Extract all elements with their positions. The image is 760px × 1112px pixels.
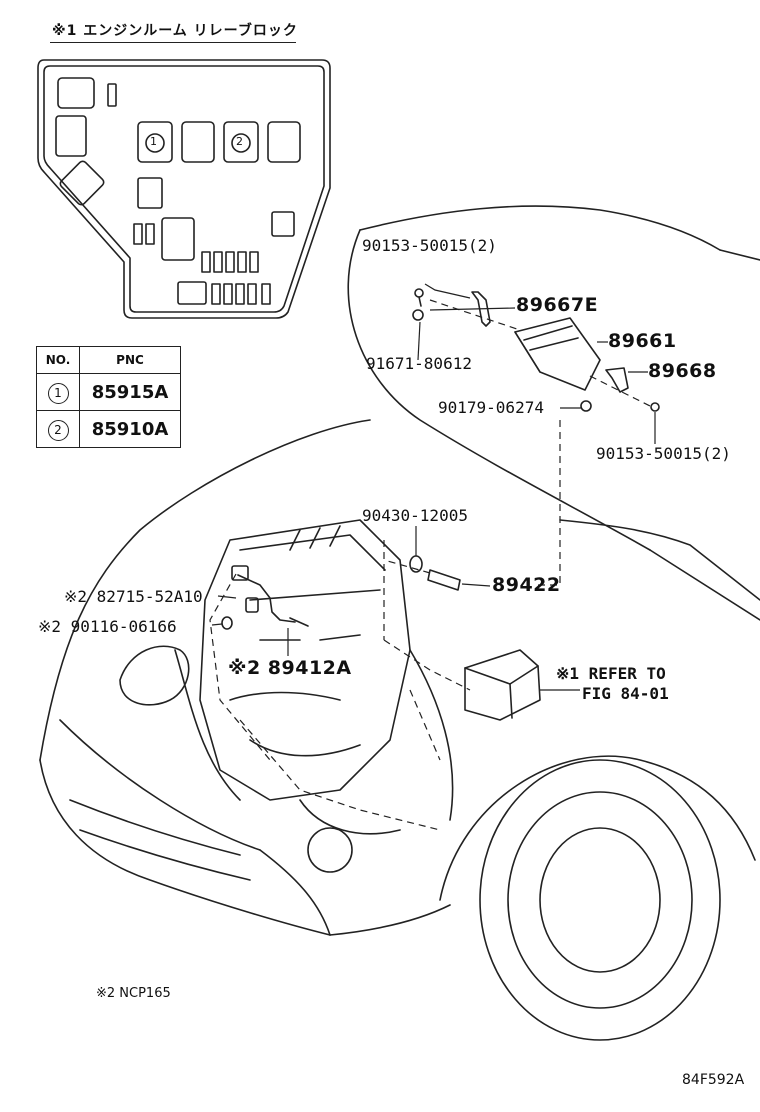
part-label-89661[interactable]: 89661 xyxy=(608,330,677,352)
pnc-value: 85915A xyxy=(79,373,181,411)
part-label-91671[interactable]: 91671-80612 xyxy=(366,354,472,373)
part-label-89412A[interactable]: ※2 89412A xyxy=(228,657,352,679)
pnc-table: NO. PNC 1 85915A 2 85910A xyxy=(36,346,181,448)
relay-marker-1: 1 xyxy=(150,135,157,148)
table-row: 2 85910A xyxy=(36,410,181,448)
relay-block-title-underline xyxy=(50,42,296,43)
pnc-value: 85910A xyxy=(79,410,181,448)
part-label-89422[interactable]: 89422 xyxy=(492,574,561,596)
refer-note-line1: ※1 REFER TO xyxy=(556,664,666,683)
refer-note-line2[interactable]: FIG 84-01 xyxy=(582,684,669,703)
column-header-no: NO. xyxy=(36,346,80,374)
part-label-90430[interactable]: 90430-12005 xyxy=(362,506,468,525)
part-label-90153-right[interactable]: 90153-50015(2) xyxy=(596,444,731,463)
row-number: 2 xyxy=(47,419,69,441)
pnc-table-header: NO. PNC xyxy=(36,346,181,374)
column-header-pnc: PNC xyxy=(79,346,181,374)
part-label-90179[interactable]: 90179-06274 xyxy=(438,398,544,417)
footnote: ※2 NCP165 xyxy=(96,986,171,1001)
row-number: 1 xyxy=(47,382,69,404)
part-label-89667E[interactable]: 89667E xyxy=(516,294,599,316)
part-label-82715[interactable]: ※2 82715-52A10 xyxy=(64,587,203,606)
relay-block-title: ※1 エンジンルーム リレーブロック xyxy=(52,23,298,39)
part-label-90116[interactable]: ※2 90116-06166 xyxy=(38,617,177,636)
relay-marker-2: 2 xyxy=(236,135,243,148)
part-label-89668[interactable]: 89668 xyxy=(648,360,717,382)
table-row: 1 85915A xyxy=(36,373,181,411)
relay-block-diagram xyxy=(37,59,331,319)
part-label-90153-top[interactable]: 90153-50015(2) xyxy=(362,236,497,255)
figure-code: 84F592A xyxy=(682,1072,745,1088)
